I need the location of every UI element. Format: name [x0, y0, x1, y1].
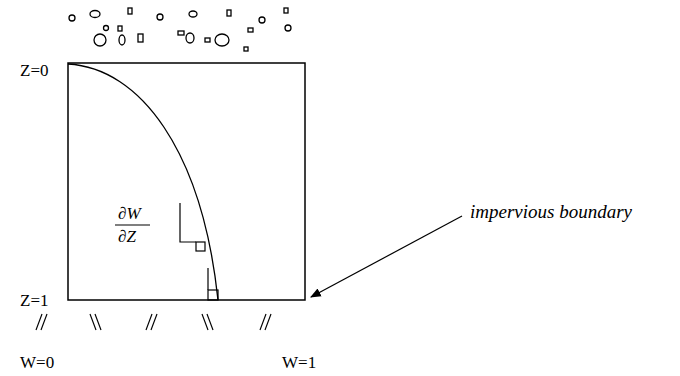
label-anchor: Z=0 — [20, 62, 48, 80]
derivative-denominator: ∂Z — [118, 227, 136, 246]
bubbles — [69, 8, 291, 51]
depth-label: Z=0 — [20, 61, 48, 80]
slope-markers — [180, 203, 218, 300]
moisture-label: W=0 — [20, 353, 54, 372]
ground-hatching — [36, 314, 271, 330]
label-anchor: W=0 — [20, 354, 54, 372]
soil-column — [68, 63, 305, 300]
depth-label: Z=1 — [20, 291, 48, 310]
moisture-profile-curve — [68, 64, 218, 300]
label-anchor: W=1 — [282, 354, 316, 372]
label-anchor: Z=1 — [20, 292, 48, 310]
leader-arrow — [311, 216, 462, 297]
label-anchor: ∂W — [118, 205, 141, 223]
label-anchor: ∂Z — [118, 228, 136, 246]
boundary-label: impervious boundary — [470, 201, 632, 222]
label-anchor: impervious boundary — [470, 202, 632, 222]
derivative-numerator: ∂W — [118, 204, 141, 223]
fraction-bar — [115, 224, 150, 225]
moisture-label: W=1 — [282, 353, 316, 372]
